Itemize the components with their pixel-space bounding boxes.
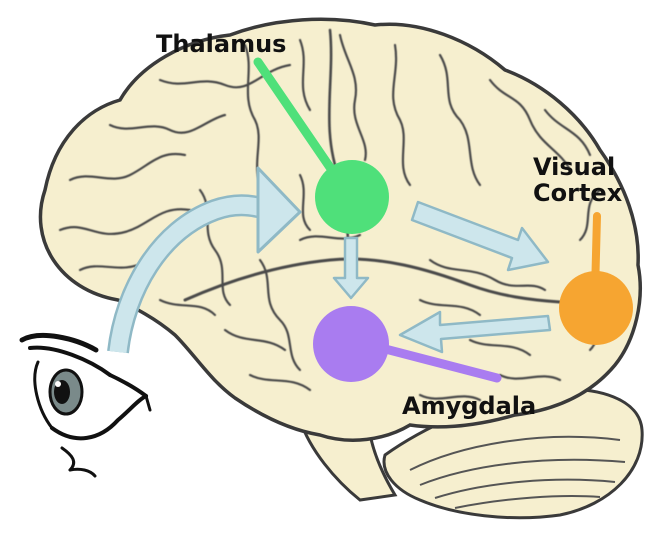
eye-icon bbox=[22, 335, 150, 476]
visual-cortex-label: Visual Cortex bbox=[533, 154, 622, 206]
visual-cortex-label-line1: Visual bbox=[533, 154, 622, 180]
thalamus-label: Thalamus bbox=[156, 31, 286, 57]
amygdala-label: Amygdala bbox=[402, 393, 536, 419]
visual-cortex-label-line2: Cortex bbox=[533, 180, 622, 206]
